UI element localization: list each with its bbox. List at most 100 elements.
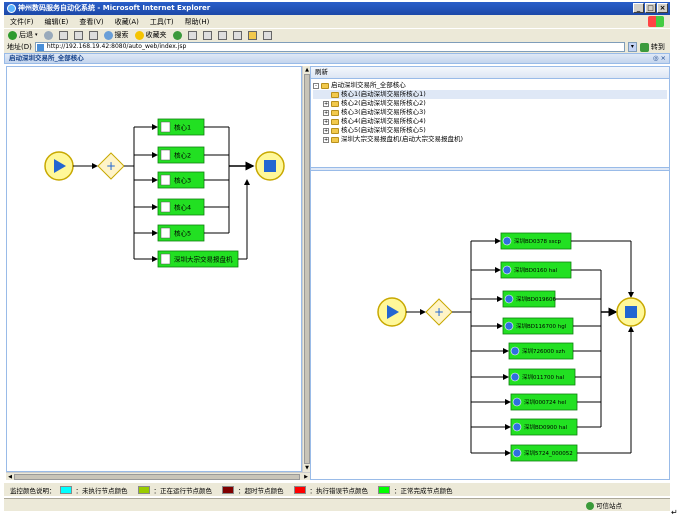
pane-splitter[interactable] <box>311 167 669 171</box>
legend-label: ：执行错误节点颜色 <box>309 486 369 495</box>
tree-item[interactable]: +深圳大宗交易报盘机(启动大宗交易报盘机) <box>313 135 667 144</box>
task-node[interactable]: 核心5 <box>157 224 205 242</box>
refresh-button[interactable]: 刷新 <box>315 68 328 76</box>
scroll-right-icon[interactable]: ▶ <box>304 474 308 480</box>
messenger-icon[interactable] <box>262 30 272 40</box>
task-node[interactable]: 深圳5724_000052 <box>510 444 578 462</box>
task-node-label: 深圳726000 szh <box>522 347 565 355</box>
tree-item[interactable]: + 核心5(启动深圳交易所核心5) <box>313 126 667 135</box>
star-icon <box>134 30 144 40</box>
task-node[interactable]: 核心2 <box>157 146 205 164</box>
scroll-up-icon[interactable]: ▲ <box>305 67 309 73</box>
address-label: 地址(D) <box>7 43 32 51</box>
start-node[interactable] <box>377 297 407 327</box>
stop-icon[interactable] <box>58 30 68 40</box>
home-icon[interactable] <box>88 30 98 40</box>
media-icon[interactable] <box>172 30 182 40</box>
tree-item-label: 核心5(启动深圳交易所核心5) <box>341 126 426 134</box>
fork-gateway[interactable]: + <box>425 298 453 326</box>
start-node[interactable] <box>44 151 74 181</box>
fork-gateway[interactable]: + <box>97 152 125 180</box>
close-button[interactable]: × <box>657 3 668 13</box>
scroll-left-icon[interactable]: ◀ <box>8 474 12 480</box>
left-flow-diagram: + 核心1 核心2 核心3 核心4 核心5 深圳大宗交易报盘机 <box>44 118 285 268</box>
tree-expander-icon[interactable]: + <box>323 118 329 125</box>
tree-item[interactable]: +核心4(启动深圳交易所核心4) <box>313 117 667 126</box>
legend-swatch <box>222 485 234 494</box>
gear-icon <box>512 448 522 458</box>
task-node[interactable]: 深圳BD0378 sscp <box>500 232 572 250</box>
task-node[interactable]: 深圳BD0160 hal <box>500 261 572 279</box>
end-node[interactable] <box>255 151 285 181</box>
task-node[interactable]: 深圳011700 hal <box>508 368 576 386</box>
edit-icon[interactable] <box>232 30 242 40</box>
legend-label: ：超时节点颜色 <box>238 486 284 495</box>
trusted-zone-icon <box>586 502 594 510</box>
panel-tools-icon[interactable]: ◎ × <box>652 54 666 62</box>
tree-item[interactable]: 核心1(启动深圳交易所核心1) <box>313 90 667 99</box>
favorites-button[interactable]: 收藏夹 <box>134 30 167 40</box>
task-node-label: 核心5 <box>174 229 191 238</box>
menu-favorites[interactable]: 收藏(A) <box>114 17 139 26</box>
left-vertical-scrollbar[interactable]: ▲ ▼ <box>302 66 310 472</box>
task-node[interactable]: 深圳BD019606 <box>502 290 557 308</box>
end-node[interactable] <box>616 297 646 327</box>
statusbar: 可信站点 <box>4 498 670 511</box>
task-node[interactable]: 深圳726000 szh <box>508 342 574 360</box>
forward-arrow-icon[interactable] <box>43 30 53 40</box>
tree-expander-icon[interactable]: + <box>323 109 329 116</box>
folder-icon <box>331 109 339 116</box>
task-node[interactable]: 深圳BD116700 hgl <box>502 317 574 335</box>
task-node[interactable]: 深圳000724 hel <box>510 393 578 411</box>
hscroll-thumb[interactable] <box>14 474 300 480</box>
tree-expander-icon[interactable]: + <box>323 100 329 107</box>
ie-logo-icon <box>7 4 16 13</box>
task-node[interactable]: 核心4 <box>157 198 205 216</box>
addressbar: 地址(D) http://192.168.19.42:8080/auto_web… <box>4 41 670 53</box>
subprocess-icon <box>160 201 171 213</box>
windows-flag-icon <box>648 16 664 27</box>
gear-icon <box>504 294 514 304</box>
refresh-icon[interactable] <box>73 30 83 40</box>
folder-icon[interactable] <box>247 30 257 40</box>
task-node[interactable]: 核心3 <box>157 171 205 189</box>
address-url: http://192.168.19.42:8080/auto_web/index… <box>46 43 187 50</box>
menu-file[interactable]: 文件(F) <box>10 17 34 26</box>
window-titlebar: 神州数码服务自动化系统 - Microsoft Internet Explore… <box>4 2 670 15</box>
task-node[interactable]: 深圳BD0900 hal <box>510 418 578 436</box>
gear-icon <box>512 397 522 407</box>
maximize-button[interactable]: □ <box>645 3 656 13</box>
back-button[interactable]: 后退 ▾ <box>8 30 38 40</box>
address-dropdown-icon[interactable]: ▾ <box>627 42 637 52</box>
address-input[interactable]: http://192.168.19.42:8080/auto_web/index… <box>34 42 625 52</box>
minimize-button[interactable]: _ <box>633 3 644 13</box>
menu-edit[interactable]: 编辑(E) <box>44 17 69 26</box>
task-node[interactable]: 核心1 <box>157 118 205 136</box>
history-icon[interactable] <box>187 30 197 40</box>
tree-item[interactable]: -启动深圳交易所_全部核心 <box>313 81 667 90</box>
go-button[interactable]: 转到 <box>639 42 665 52</box>
tree-item[interactable]: +核心3(启动深圳交易所核心3) <box>313 108 667 117</box>
tree-expander-icon[interactable]: - <box>313 82 319 89</box>
folder-icon <box>321 82 329 89</box>
task-node-label: 深圳5724_000052 <box>524 449 573 457</box>
task-node[interactable]: 深圳大宗交易报盘机 <box>157 250 239 268</box>
tree-expander-icon[interactable]: + <box>323 127 329 134</box>
menu-view[interactable]: 查看(V) <box>79 17 104 26</box>
mail-icon[interactable] <box>202 30 212 40</box>
tree-item[interactable]: +核心2(启动深圳交易所核心2) <box>313 99 667 108</box>
scroll-down-icon[interactable]: ▼ <box>305 465 309 471</box>
back-dropdown-icon[interactable]: ▾ <box>35 32 38 38</box>
left-horizontal-scrollbar[interactable]: ◀ ▶ <box>6 472 310 480</box>
tree-expander-icon[interactable]: + <box>323 136 329 143</box>
subprocess-icon <box>160 174 171 186</box>
window-controls: _ □ × <box>633 3 668 13</box>
menu-tools[interactable]: 工具(T) <box>149 17 174 26</box>
scroll-thumb[interactable] <box>304 74 310 464</box>
menu-help[interactable]: 帮助(H) <box>184 17 210 26</box>
go-arrow-icon <box>639 42 649 52</box>
search-button[interactable]: 搜索 <box>103 30 129 40</box>
print-icon[interactable] <box>217 30 227 40</box>
zone-label: 可信站点 <box>596 502 622 510</box>
back-label: 后退 <box>19 31 33 39</box>
